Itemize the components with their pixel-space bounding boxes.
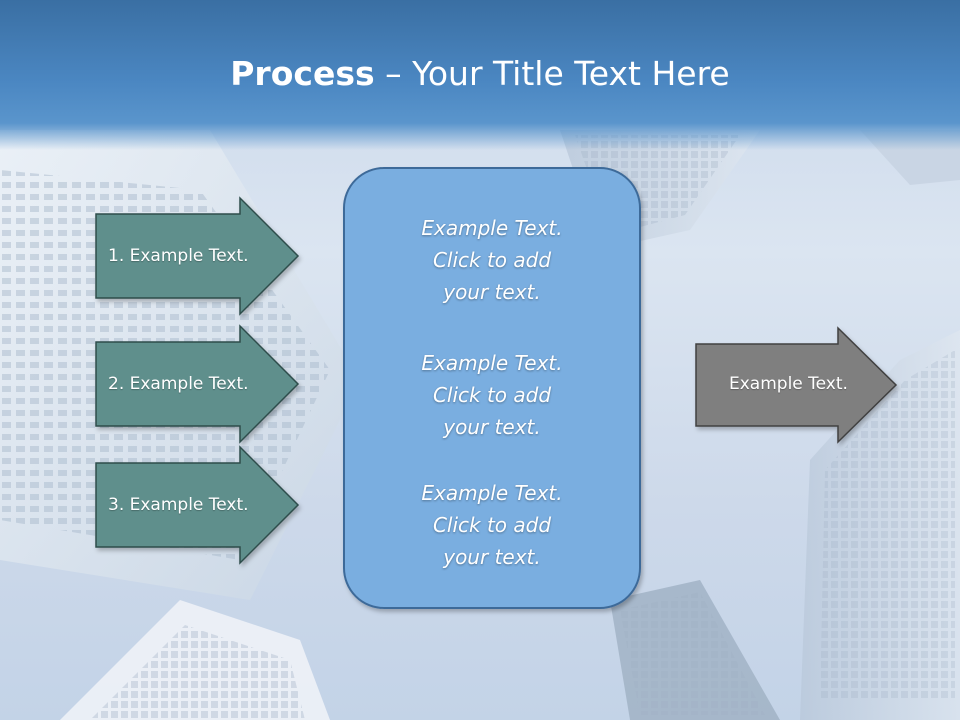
center-text-line: Example Text. [421,216,563,240]
center-text-line: Example Text. [421,481,563,505]
input-arrow-1-label: 1. Example Text. [108,246,249,266]
output-arrow-label: Example Text. [729,374,848,394]
title-bold-text: Process [230,54,375,93]
center-text-line: your text. [443,545,541,569]
input-arrow-3-label: 3. Example Text. [108,495,249,515]
title-bar [0,0,960,150]
center-process-box[interactable] [343,167,641,609]
center-text-line: Click to add [432,248,552,272]
input-arrow-1[interactable] [95,196,300,316]
slide-title[interactable]: Process – Your Title Text Here [0,52,960,96]
output-arrow[interactable] [695,326,898,444]
center-text-line: your text. [443,415,541,439]
input-arrow-2[interactable] [95,324,300,444]
center-text-block-1: Example Text. Click to add your text. [344,212,640,308]
center-text-block-3: Example Text. Click to add your text. [344,477,640,573]
center-text-line: Click to add [432,383,552,407]
center-text-line: Click to add [432,513,552,537]
input-arrow-3[interactable] [95,445,300,565]
center-text-line: Example Text. [421,351,563,375]
center-text-block-2: Example Text. Click to add your text. [344,347,640,443]
input-arrow-2-label: 2. Example Text. [108,374,249,394]
title-rest-text: – Your Title Text Here [374,54,730,93]
center-text-line: your text. [443,280,541,304]
